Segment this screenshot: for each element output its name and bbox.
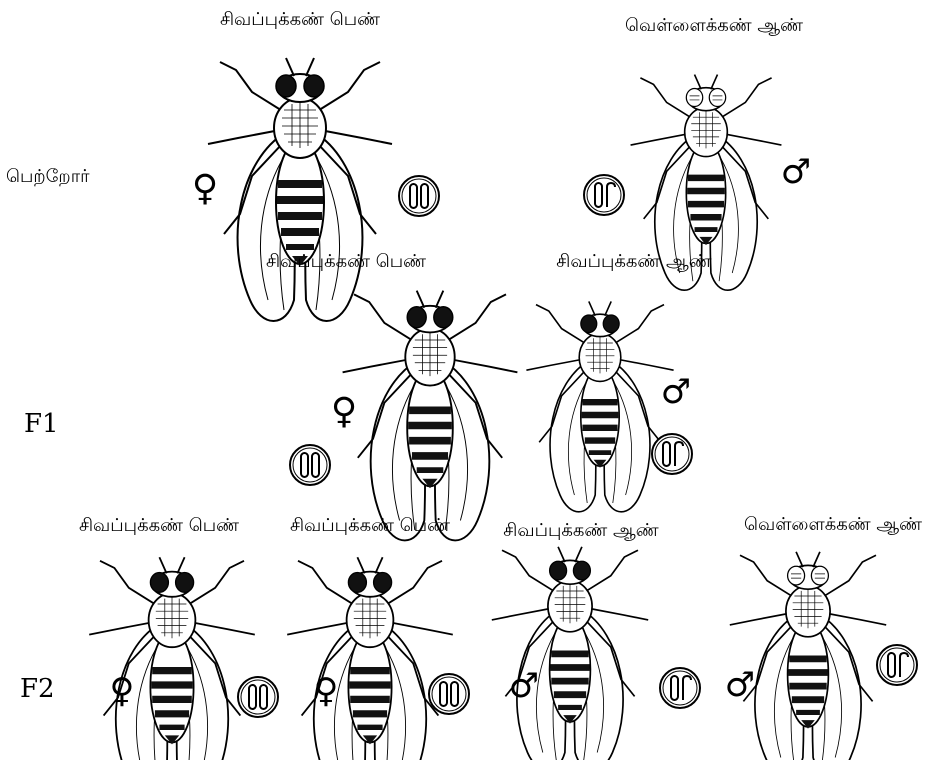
male-symbol-icon: ♂ [781,152,811,192]
female-symbol-icon: ♀ [314,671,339,711]
fly-illustration-f2-male-2 [730,552,886,760]
female-symbol-icon: ♀ [331,391,357,432]
fly-label-parent-female: சிவப்புக்கண் பெண் [220,9,380,30]
male-symbol-icon: ♂ [725,665,755,705]
row-label-f1: F1 [24,409,59,439]
male-symbol-icon: ♂ [509,666,539,706]
female-symbol-icon: ♀ [110,671,135,711]
female-symbol-icon: ♀ [192,168,218,209]
chromosome-xx-icon [290,445,330,485]
fly-label-f1-female: சிவப்புக்கண் பெண் [266,251,426,272]
row-label-f2: F2 [20,674,55,704]
fly-label-f2-male-1: சிவப்புக்கண் ஆண் [503,520,659,541]
fly-illustration-f2-female-2 [287,557,453,760]
chromosome-xx-icon [429,674,469,714]
fly-label-f2-female-1: சிவப்புக்கண் பெண் [79,515,239,536]
fly-illustration-f1-female [343,291,518,541]
row-label-parents: பெற்றோர் [6,166,90,187]
fly-label-f2-male-2: வெள்ளைக்கண் ஆண் [744,514,922,535]
chromosome-xy-icon [877,645,917,685]
chromosome-xy-icon [652,434,692,474]
chromosome-xx-icon [399,176,439,216]
chromosome-xx-icon [238,677,278,717]
chromosome-xy-icon [660,668,700,708]
fly-illustration-parent-female [208,58,392,321]
fly-label-f1-male: சிவப்புக்கண் ஆண் [556,251,712,272]
fly-label-f2-female-2: சிவப்புக்கண் பெண் [290,515,450,536]
fly-illustration-f2-male-1 [492,547,648,760]
fly-label-parent-male: வெள்ளைக்கண் ஆண் [625,15,803,36]
male-symbol-icon: ♂ [661,372,691,412]
fly-illustration-f1-male [526,301,673,511]
fly-illustration-f2-female-1 [89,557,255,760]
chromosome-xy-icon [584,175,624,215]
